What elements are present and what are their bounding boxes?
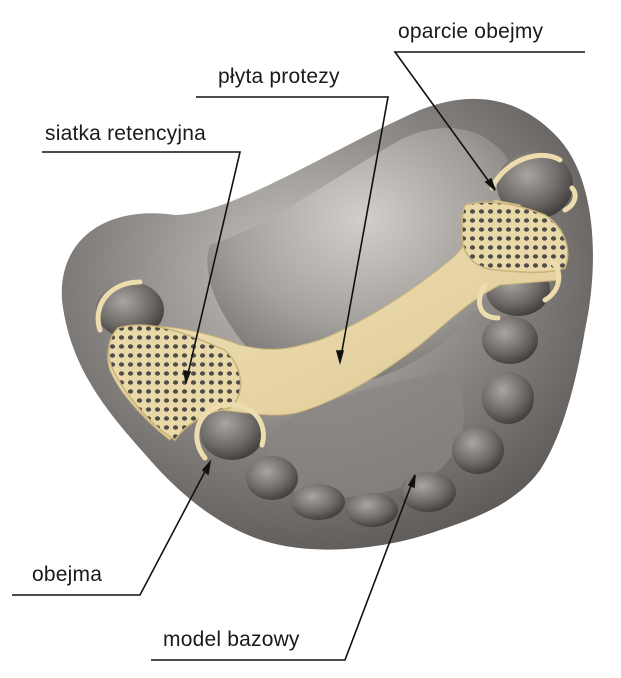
leader-lines [12, 51, 585, 661]
leader-line-plyta [196, 96, 389, 363]
tooth [346, 493, 398, 527]
teeth [96, 151, 573, 527]
arrowhead [407, 474, 416, 489]
tooth [482, 372, 534, 424]
leader-line-model [151, 474, 416, 661]
tooth [200, 404, 264, 460]
arrowhead [201, 459, 212, 476]
label-model-bazowy: model bazowy [163, 628, 300, 651]
label-plyta-protezy: płyta protezy [218, 65, 340, 88]
label-siatka-retencyjna: siatka retencyjna [45, 122, 206, 145]
leader-line-obejma [12, 461, 211, 596]
leader-line-oparcie [393, 51, 585, 191]
tooth [482, 316, 538, 364]
tooth [291, 484, 345, 520]
tooth [96, 282, 164, 338]
arrowhead [183, 370, 192, 385]
label-oparcie-obejmy: oparcie obejmy [398, 20, 544, 43]
tooth [246, 456, 298, 500]
label-obejma: obejma [32, 563, 103, 586]
retention-mesh-right [461, 201, 569, 274]
tooth [452, 426, 504, 474]
clasps [95, 152, 578, 461]
tooth [497, 151, 573, 219]
arrowhead [335, 350, 345, 366]
leader-line-siatka [42, 151, 242, 383]
arrowhead [484, 177, 496, 191]
